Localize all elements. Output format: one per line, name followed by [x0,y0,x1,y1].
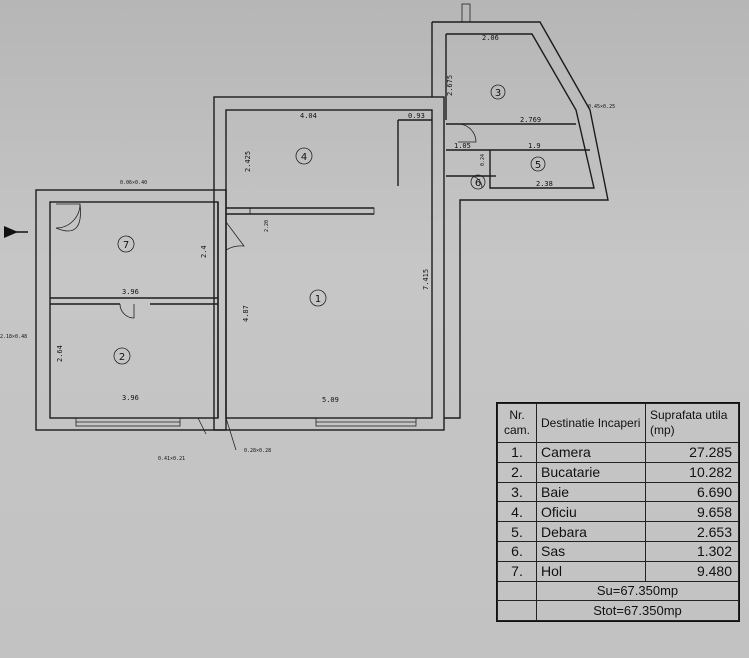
entrance-arrow [4,226,28,238]
row-area: 27.285 [645,442,739,463]
table-row: 5. Debara 2.653 [497,521,739,542]
row-nr: 5. [497,521,537,542]
row-area: 9.658 [645,501,739,523]
svg-text:5.09: 5.09 [322,396,339,404]
svg-text:2.4: 2.4 [200,245,208,258]
svg-text:1.05: 1.05 [454,142,471,150]
stot-total: Stot=67.350mp [536,600,739,622]
su-total-row: Su=67.350mp [497,580,739,602]
room-label-5: 5 [535,160,541,171]
room-label-6: 6 [475,178,481,189]
partitions [50,119,590,418]
room-label-2: 2 [119,352,125,363]
row-name: Bucatarie [536,461,646,483]
row-nr: 3. [497,481,537,503]
row-area: 2.653 [645,521,739,542]
row-name: Hol [536,560,646,582]
outer-walls [35,21,609,431]
dimension-labels: 4.04 0.93 2.06 2.675 2.769 0.45×0.25 1.0… [0,34,615,462]
svg-text:3.96: 3.96 [122,394,139,402]
svg-text:4.04: 4.04 [300,112,317,120]
svg-text:2.20: 2.20 [264,220,270,232]
svg-text:2.64: 2.64 [56,345,64,362]
row-name: Debara [536,521,646,542]
svg-text:3.96: 3.96 [122,288,139,296]
table-row: 4. Oficiu 9.658 [497,501,739,523]
su-total: Su=67.350mp [536,580,739,602]
row-nr: 6. [497,540,537,562]
windows [75,3,471,427]
row-name: Baie [536,481,646,503]
row-area: 9.480 [645,560,739,582]
svg-text:0.28×0.28: 0.28×0.28 [244,448,271,454]
table-row: 7. Hol 9.480 [497,560,739,582]
svg-text:2.18×0.48: 2.18×0.48 [0,334,27,340]
svg-text:2.38: 2.38 [536,180,553,188]
row-nr: 7. [497,560,537,582]
svg-text:0.06×0.40: 0.06×0.40 [120,180,147,186]
room-label-3: 3 [495,88,501,99]
svg-text:0.24: 0.24 [480,154,486,166]
svg-text:0.93: 0.93 [408,112,425,120]
svg-text:2.425: 2.425 [244,151,252,172]
header-nr: Nr. cam. [497,403,537,443]
doors [55,123,483,451]
table-row: 6. Sas 1.302 [497,540,739,562]
svg-text:2.06: 2.06 [482,34,499,42]
svg-text:1.9: 1.9 [528,142,541,150]
svg-text:0.45×0.25: 0.45×0.25 [588,104,615,110]
row-area: 6.690 [645,481,739,503]
room-label-7: 7 [123,240,129,251]
row-nr: 1. [497,442,537,463]
svg-text:4.87: 4.87 [242,305,250,322]
area-table: Nr. cam. Destinatie Incaperi Suprafata u… [496,402,740,623]
row-nr: 2. [497,461,537,483]
svg-text:2.769: 2.769 [520,116,541,124]
table-row: 3. Baie 6.690 [497,481,739,503]
header-suprafata: Suprafata utila (mp) [645,403,739,443]
room-label-4: 4 [301,152,307,163]
svg-text:0.41×0.21: 0.41×0.21 [158,456,185,462]
stot-total-row: Stot=67.350mp [497,600,739,622]
header-destinatie: Destinatie Incaperi [536,403,646,443]
row-name: Oficiu [536,501,646,523]
table-row: 2. Bucatarie 10.282 [497,461,739,483]
room-label-1: 1 [315,294,321,305]
table-row: 1. Camera 27.285 [497,442,739,463]
table-header: Nr. cam. Destinatie Incaperi Suprafata u… [497,403,739,443]
room-labels: 1 2 3 4 5 6 7 [113,84,546,365]
row-nr: 4. [497,501,537,523]
row-name: Camera [536,442,646,463]
row-area: 10.282 [645,461,739,483]
svg-text:7.415: 7.415 [422,269,430,290]
row-name: Sas [536,540,646,562]
svg-text:2.675: 2.675 [446,75,454,96]
row-area: 1.302 [645,540,739,562]
